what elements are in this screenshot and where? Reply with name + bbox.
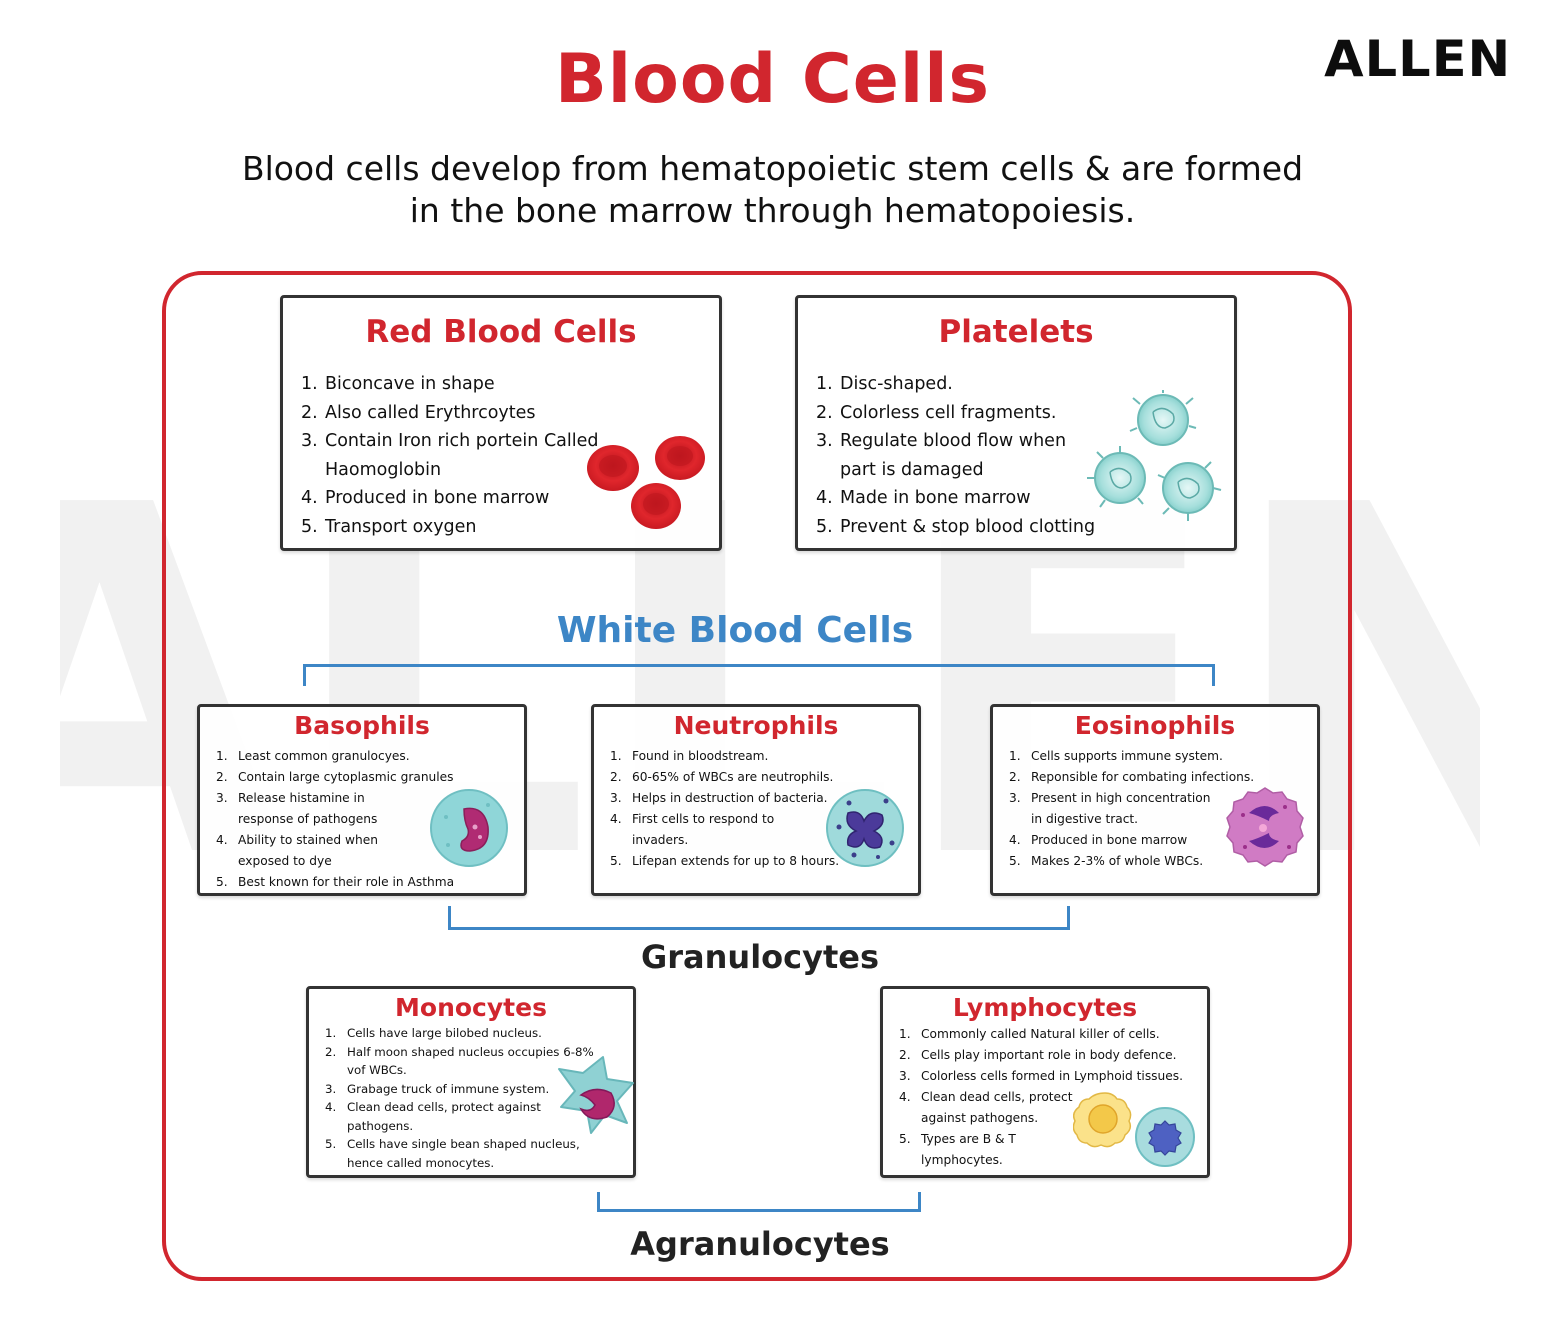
monocytes-card: Monocytes 1.Cells have large bilobed nuc… <box>306 986 636 1178</box>
list-item: 2.Half moon shaped nucleus occupies 6-8%… <box>325 1044 594 1078</box>
lymphocyte-t-cell <box>1135 1107 1195 1167</box>
monocytes-list: 1.Cells have large bilobed nucleus. 2.Ha… <box>309 1024 625 1172</box>
list-item: 1.Cells supports immune system. <box>1009 749 1223 763</box>
granulocytes-bracket <box>448 906 1070 930</box>
agranulocytes-label: Agranulocytes <box>630 1225 890 1263</box>
rbc-cell-1 <box>587 445 639 491</box>
platelet-1 <box>1129 390 1197 446</box>
subtitle-line-1: Blood cells develop from hematopoietic s… <box>241 149 1304 188</box>
list-item: 2.Colorless cell fragments. <box>816 402 1057 423</box>
basophil-cell-illustration <box>430 789 508 867</box>
brand-logo: ALLEN <box>1323 30 1511 88</box>
lymphocytes-title: Lymphocytes <box>952 993 1138 1022</box>
rbc-cell-3 <box>631 483 681 529</box>
list-item: 2.60-65% of WBCs are neutrophils. <box>610 770 834 784</box>
list-item: 3.Colorless cells formed in Lymphoid tis… <box>899 1069 1183 1083</box>
subtitle-line-2: in the bone marrow through hematopoiesis… <box>409 191 1136 230</box>
rbc-card: Red Blood Cells 1.Biconcave in shape 2.A… <box>280 295 722 551</box>
granulocytes-label: Granulocytes <box>640 938 880 976</box>
platelets-card: Platelets 1.Disc-shaped. 2.Colorless cel… <box>795 295 1237 551</box>
list-item: 5.Makes 2-3% of whole WBCs. <box>1009 854 1204 868</box>
list-item: 1.Commonly called Natural killer of cell… <box>899 1027 1160 1041</box>
lymphocytes-list: 1.Commonly called Natural killer of cell… <box>883 1024 1199 1171</box>
list-item: 5.Prevent & stop blood clotting <box>816 516 1096 537</box>
list-item: 2.Contain large cytoplasmic granules <box>216 770 454 784</box>
lymphocyte-cells-illustration <box>1073 1092 1195 1167</box>
list-item: 5.Lifepan extends for up to 8 hours. <box>610 854 840 868</box>
lymphocyte-b-cell <box>1073 1092 1132 1148</box>
list-item: 5.Cells have single bean shaped nucleus,… <box>325 1137 580 1170</box>
monocytes-title: Monocytes <box>395 993 547 1022</box>
page-subtitle: Blood cells develop from hematopoietic s… <box>150 148 1395 232</box>
neutrophils-title: Neutrophils <box>673 711 839 740</box>
list-item: 4.Clean dead cells, protect against path… <box>899 1090 1073 1125</box>
list-item: 3.Release histamine in response of patho… <box>216 791 378 826</box>
page-title: Blood Cells <box>554 40 991 119</box>
eosinophil-cell-illustration <box>1226 787 1304 867</box>
neutrophils-list: 1.Found in bloodstream. 2.60-65% of WBCs… <box>594 746 910 872</box>
list-item: 1.Disc-shaped. <box>816 374 953 394</box>
list-item: 5.Types are B & T lymphocytes. <box>899 1132 1016 1167</box>
monocyte-cell-illustration <box>558 1056 634 1134</box>
eosinophils-list: 1.Cells supports immune system. 2.Repons… <box>993 746 1309 872</box>
list-item: 4.First cells to respond to invaders. <box>610 812 775 847</box>
wbc-title: White Blood Cells <box>556 610 914 651</box>
list-item: 3.Helps in destruction of bacteria. <box>610 791 828 805</box>
platelets-title: Platelets <box>938 314 1094 350</box>
list-item: 2.Reponsible for combating infections. <box>1009 770 1255 784</box>
neutrophil-cell-illustration <box>826 789 904 867</box>
platelets-list: 1.Disc-shaped. 2.Colorless cell fragment… <box>798 370 1116 542</box>
basophils-card: Basophils 1.Least common granulocyes. 2.… <box>197 704 527 896</box>
agranulocytes-bracket <box>597 1192 921 1212</box>
diagram-frame <box>162 271 1352 1281</box>
wbc-top-bracket <box>303 664 1215 686</box>
list-item: 1.Least common granulocyes. <box>216 749 410 763</box>
list-item: 5.Best known for their role in Asthma <box>216 875 455 889</box>
lymphocytes-card: Lymphocytes 1.Commonly called Natural ki… <box>880 986 1210 1178</box>
list-item: 4.Made in bone marrow <box>816 488 1031 509</box>
list-item: 3.Contain Iron rich portein Called Haomo… <box>301 431 599 480</box>
list-item: 5.Transport oxygen <box>301 516 477 537</box>
eosinophils-title: Eosinophils <box>1074 711 1236 740</box>
platelet-3 <box>1157 461 1222 521</box>
list-item: 1.Cells have large bilobed nucleus. <box>325 1026 542 1040</box>
list-item: 3.Regulate blood flow when part is damag… <box>816 431 1067 480</box>
list-item: 4.Clean dead cells, protect against path… <box>325 1100 541 1133</box>
list-item: 3.Present in high concentration in diges… <box>1009 791 1211 826</box>
rbc-list: 1.Biconcave in shape 2.Also called Eryth… <box>283 370 601 542</box>
list-item: 2.Cells play important role in body defe… <box>899 1048 1177 1062</box>
platelet-2 <box>1087 446 1146 508</box>
red-blood-cells-illustration <box>587 436 705 529</box>
list-item: 1.Found in bloodstream. <box>610 749 769 763</box>
platelets-illustration <box>1087 390 1222 521</box>
eosinophils-card: Eosinophils 1.Cells supports immune syst… <box>990 704 1320 896</box>
basophils-title: Basophils <box>294 711 430 740</box>
rbc-title: Red Blood Cells <box>365 314 637 350</box>
list-item: 4.Produced in bone marrow <box>1009 833 1188 847</box>
list-item: 4.Produced in bone marrow <box>301 488 550 509</box>
basophils-list: 1.Least common granulocyes. 2.Contain la… <box>200 746 516 893</box>
list-item: 3.Grabage truck of immune system. <box>325 1081 550 1096</box>
rbc-cell-2 <box>655 436 705 480</box>
list-item: 2.Also called Erythrcoytes <box>301 402 536 423</box>
list-item: 1.Biconcave in shape <box>301 374 495 394</box>
list-item: 4.Ability to stained when exposed to dye <box>216 833 378 868</box>
neutrophils-card: Neutrophils 1.Found in bloodstream. 2.60… <box>591 704 921 896</box>
